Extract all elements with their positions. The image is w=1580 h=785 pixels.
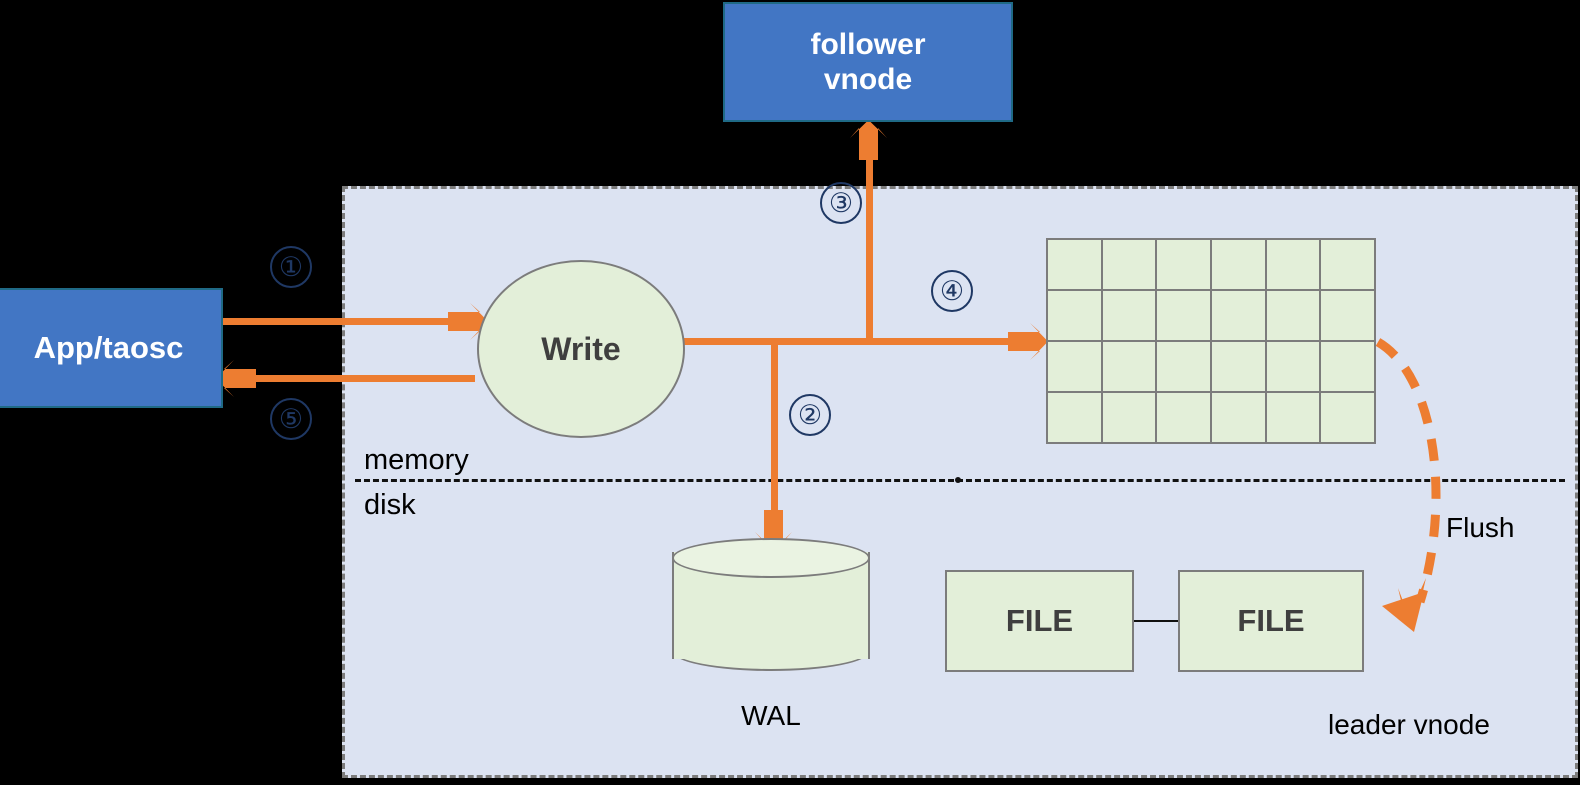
leader-vnode-label: leader vnode <box>1328 709 1490 740</box>
memtable-grid[interactable] <box>1046 238 1376 444</box>
memtable-cell <box>1321 393 1374 442</box>
memtable-cell <box>1266 342 1320 391</box>
edge-flush-curve <box>1375 338 1441 632</box>
disk-layer-label: disk <box>364 489 416 521</box>
divider-dot <box>955 477 961 483</box>
edge-app-to-write-line <box>223 318 456 325</box>
cylinder-top <box>672 538 870 578</box>
file-box-1[interactable]: FILE <box>945 570 1134 672</box>
app-taosc-label: App/taosc <box>33 329 184 365</box>
memory-layer-label: memory <box>364 444 469 476</box>
memtable-cell <box>1266 291 1320 340</box>
step-marker-5: ⑤ <box>270 398 312 440</box>
file-box-2-label: FILE <box>1237 603 1305 638</box>
wal-label: WAL <box>741 700 801 731</box>
memtable-cell <box>1102 393 1156 442</box>
edge-write-to-follower-arrowhead <box>850 120 887 160</box>
follower-vnode-label-line2: vnode <box>823 63 913 96</box>
memtable-cell <box>1212 342 1265 391</box>
memtable-cell <box>1212 393 1265 442</box>
memtable-cell <box>1102 342 1156 391</box>
memtable-cell <box>1157 393 1210 442</box>
follower-vnode-box[interactable]: follower vnode <box>723 2 1013 122</box>
memtable-cell <box>1266 393 1320 442</box>
file-box-1-label: FILE <box>1005 603 1074 638</box>
memtable-cell <box>1048 393 1101 442</box>
edge-write-to-app-arrowhead <box>216 360 256 397</box>
file-box-2[interactable]: FILE <box>1178 570 1364 672</box>
app-taosc-box[interactable]: App/taosc <box>0 288 223 408</box>
memtable-cell <box>1048 240 1101 289</box>
memtable-cell <box>1102 291 1156 340</box>
memtable-cell <box>1048 342 1101 391</box>
memtable-cell <box>1212 291 1265 340</box>
memtable-cell <box>1157 291 1210 340</box>
memtable-cell <box>1321 342 1374 391</box>
step-marker-2: ② <box>789 394 831 436</box>
follower-vnode-label-line1: follower <box>810 27 926 61</box>
wal-cylinder[interactable] <box>672 538 870 673</box>
step-marker-1: ① <box>270 246 312 288</box>
step-marker-4: ④ <box>931 270 973 312</box>
edge-write-to-wal-line <box>771 338 778 530</box>
edge-write-to-memtable-line <box>680 338 1030 345</box>
memtable-cell <box>1157 342 1210 391</box>
memtable-cell <box>1157 240 1210 289</box>
file-connector-line <box>1133 620 1179 622</box>
edge-write-to-follower-line <box>866 140 873 342</box>
write-node-label: Write <box>541 330 621 367</box>
edge-write-to-app-line <box>250 375 475 382</box>
memtable-cell <box>1321 291 1374 340</box>
flush-label: Flush <box>1446 512 1515 543</box>
memtable-cell <box>1048 291 1101 340</box>
memtable-cell <box>1212 240 1265 289</box>
memtable-cell <box>1321 240 1374 289</box>
edge-write-to-memtable-arrowhead <box>1008 323 1048 360</box>
memtable-cell <box>1102 240 1156 289</box>
write-node[interactable]: Write <box>477 260 685 438</box>
step-marker-3: ③ <box>820 182 862 224</box>
memtable-cell <box>1266 240 1320 289</box>
